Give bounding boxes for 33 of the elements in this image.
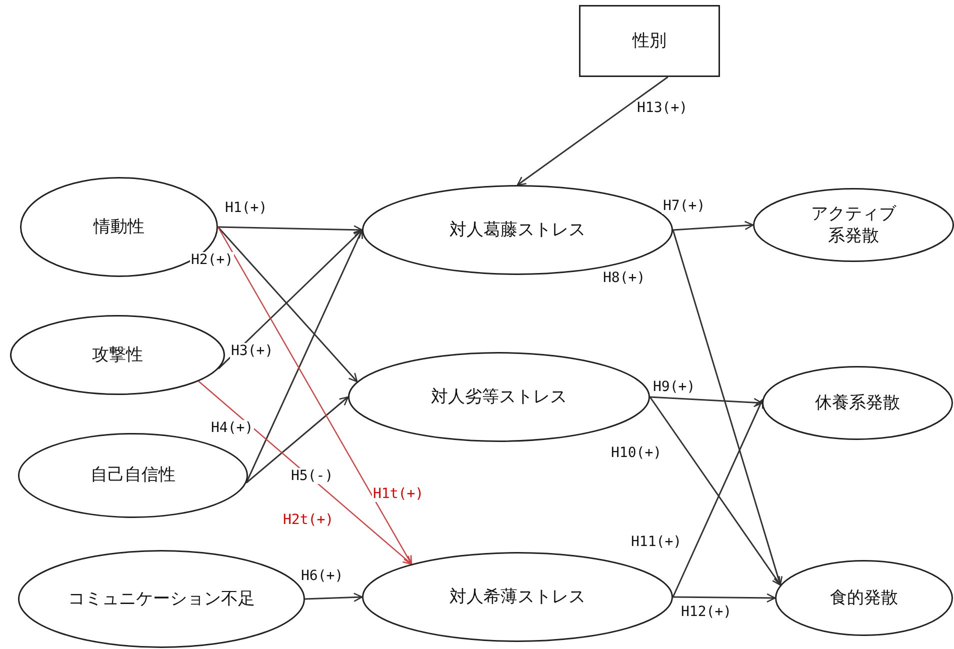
variable-ellipse	[753, 188, 954, 262]
arrow	[246, 229, 363, 484]
variable-label: 対人希薄ストレス	[450, 586, 586, 608]
variable-label: 対人葛藤ストレス	[450, 218, 586, 242]
variable-label: 休養系発散	[815, 392, 900, 414]
variable-ellipse	[348, 352, 650, 442]
variable-ellipse	[10, 315, 225, 395]
edge-label: H2(+)	[190, 252, 234, 268]
variable-label: 攻撃性	[92, 344, 143, 366]
variable-ellipse	[762, 366, 953, 440]
arrow	[649, 396, 782, 586]
arrow	[516, 76, 668, 186]
variable-label: アクティブ系発散	[810, 202, 898, 248]
arrow	[217, 226, 412, 565]
arrow	[673, 593, 776, 603]
variable-label: 性別	[632, 30, 666, 52]
variable-ellipse	[18, 433, 248, 518]
variable-label: 食的発散	[830, 586, 898, 610]
arrow	[218, 225, 363, 234]
arrow	[672, 220, 754, 231]
edge-label: H4(+)	[210, 420, 254, 436]
variable-label: 自己自信性	[90, 464, 176, 487]
variable-box	[579, 5, 720, 77]
variable-label: コミュニケーション不足	[68, 588, 255, 610]
arrow	[650, 396, 763, 408]
variable-ellipse	[362, 552, 673, 642]
arrow	[672, 399, 764, 598]
arrow	[246, 396, 349, 484]
variable-label: 対人劣等ストレス	[431, 386, 567, 408]
variable-ellipse	[775, 560, 953, 636]
arrow	[304, 592, 363, 602]
arrow	[672, 230, 783, 586]
variable-label: 情動性	[94, 216, 144, 238]
